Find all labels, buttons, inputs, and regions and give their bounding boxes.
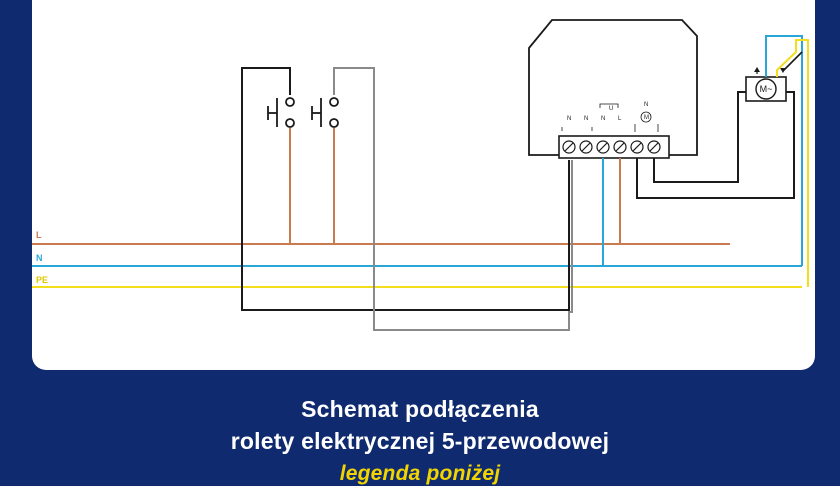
- terminal-label-1: N: [567, 116, 571, 122]
- wiring-diagram: L N PE: [32, 19, 809, 331]
- wire-motor-PE: [776, 39, 809, 287]
- push-button-down: [311, 97, 339, 128]
- terminal-label-3: U: [609, 106, 613, 112]
- module-motor-mark: M: [644, 115, 649, 121]
- label-L: L: [36, 230, 42, 240]
- caption-legend-link: legenda poniżej: [339, 462, 501, 485]
- motor-label: M~: [760, 84, 773, 94]
- wire-motor-1: [636, 91, 795, 199]
- wire-motor-N: [765, 35, 803, 266]
- caption-line-1: Schemat podłączenia: [301, 396, 539, 422]
- controller-module: [528, 19, 698, 156]
- diagram-card: L N PE: [32, 0, 815, 370]
- label-N: N: [36, 253, 43, 263]
- wire-gray-switch-loop: [333, 67, 573, 331]
- wire-black-switch-loop: [241, 67, 570, 311]
- push-button-up: [267, 97, 295, 128]
- terminal-label-5: L: [618, 116, 622, 122]
- terminal-label-4: N: [601, 116, 605, 122]
- caption-line-2: rolety elektrycznej 5-przewodowej: [230, 428, 610, 454]
- module-symbols: [561, 103, 659, 132]
- motor-ground-lead: [783, 51, 803, 71]
- terminal-label-2: N: [584, 116, 588, 122]
- terminal-block: [558, 135, 670, 159]
- wire-motor-2: [653, 91, 746, 183]
- label-PE: PE: [36, 275, 48, 285]
- terminal-label-6: N: [644, 102, 648, 108]
